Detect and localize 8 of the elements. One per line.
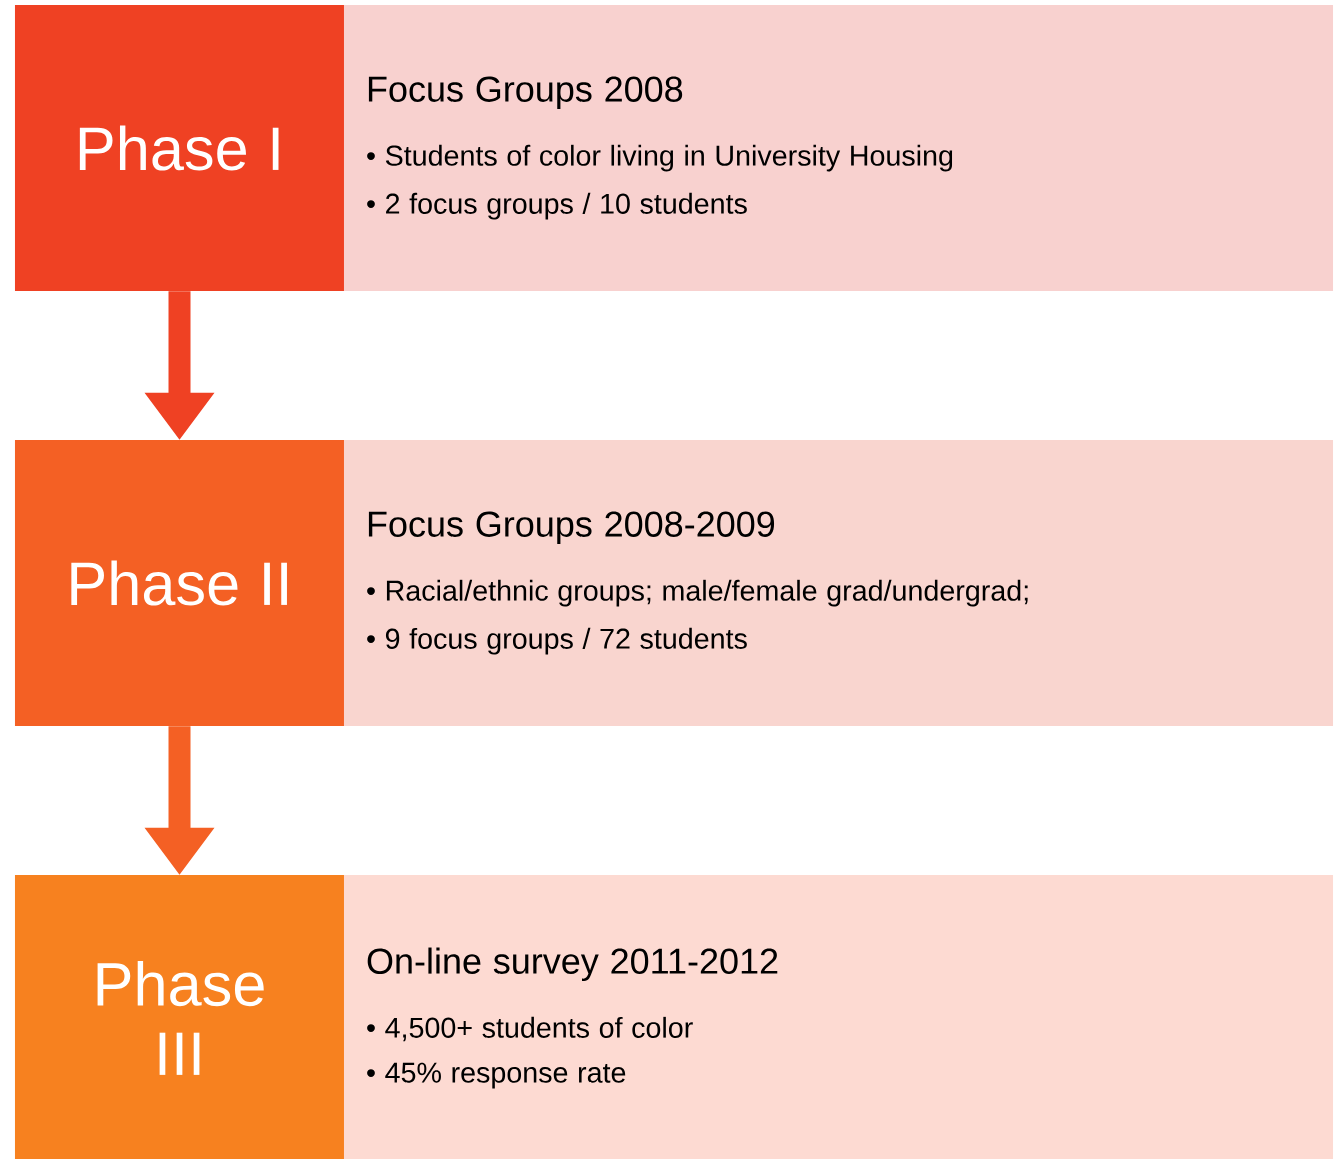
description-box: Focus Groups 2008-2009 • Racial/ethnic groups; male/female grad/undergrad; • 9 focus groups / 72 students: [343, 440, 1334, 726]
phase-box: Phase II: [14, 440, 345, 726]
description-box: On-line survey 2011-2012 • 4,500+ students of color • 45% response rate: [343, 875, 1334, 1159]
arrow: [144, 726, 215, 875]
description-box: Focus Groups 2008 • Students of color living in University Housing • 2 focus groups / 10 students: [343, 5, 1334, 291]
phase-box: Phase III: [14, 875, 345, 1159]
phase-box: Phase I: [14, 5, 345, 291]
arrow: [144, 291, 215, 440]
